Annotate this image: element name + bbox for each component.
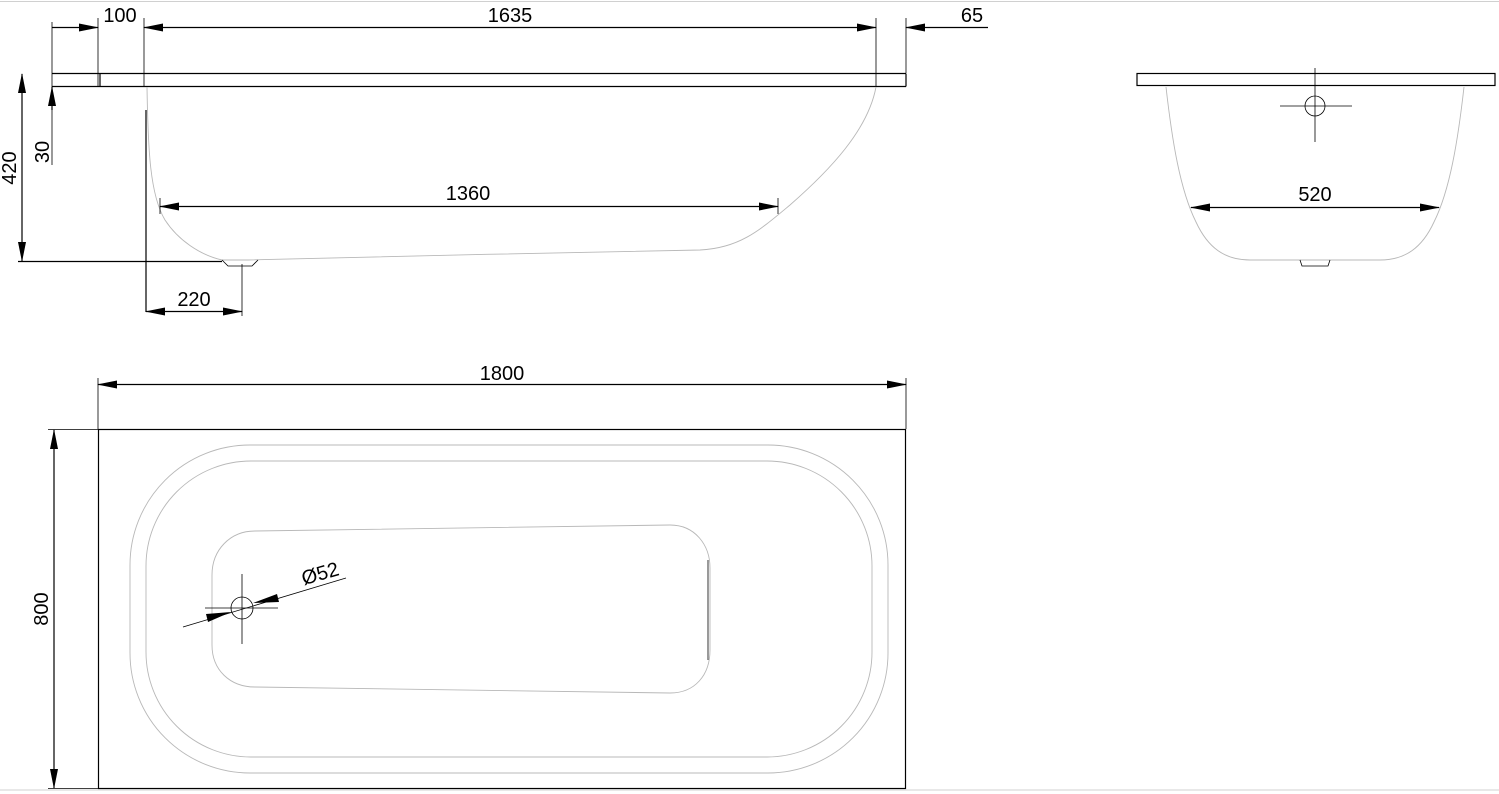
dim-label-height-total: 420 [0, 151, 21, 184]
dim-label-overhang-right: 65 [961, 5, 983, 27]
plan-outer-frame [97, 428, 907, 790]
end-rim [1136, 72, 1496, 87]
end-tub-outline [1165, 86, 1465, 261]
plan-drain-arrow-right [253, 594, 279, 603]
side-view: 100 1635 65 420 30 1360 220 [0, 5, 988, 316]
end-drain-foot [1299, 259, 1331, 267]
side-tub-body-outline [146, 86, 877, 261]
dim-label-drain-offset: 220 [177, 289, 210, 311]
dim-label-length: 1800 [480, 363, 525, 385]
plan-drain-arrow-left [206, 612, 231, 622]
plan-bowl-outline [145, 460, 873, 758]
dim-label-width: 800 [31, 592, 53, 625]
dim-label-inner-bottom: 1360 [446, 183, 491, 205]
end-view: 520 [1136, 68, 1496, 267]
dim-label-drain-diameter: Ø52 [299, 558, 341, 590]
plan-rim-outline [129, 444, 889, 774]
side-drain-foot [221, 259, 259, 267]
plan-view: Ø52 1800 800 [31, 363, 907, 790]
dim-label-overhang-left: 100 [103, 5, 136, 27]
dim-label-inner-top: 1635 [488, 5, 533, 27]
plan-flat-bottom-area [211, 524, 711, 694]
dim-label-rim: 30 [32, 141, 54, 163]
dim-label-bottom-width: 520 [1298, 184, 1331, 206]
